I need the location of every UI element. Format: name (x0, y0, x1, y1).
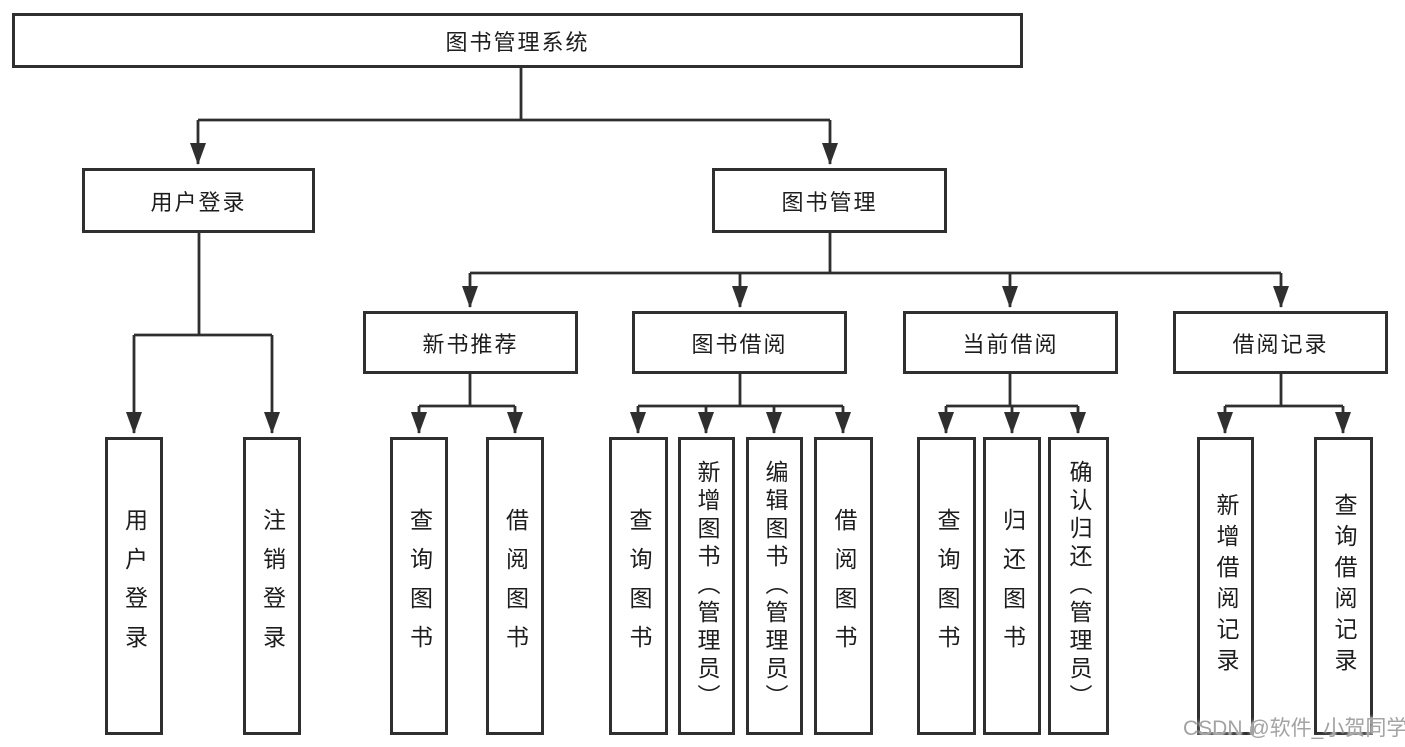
leaf-logout-label: 注销登录 (259, 508, 286, 664)
leaf-rec-query-borrow-record-label: 查询借阅记录 (1331, 493, 1357, 679)
node-current-borrow-label: 当前借阅 (962, 331, 1059, 357)
leaf-cb-confirm-return-admin-label: 确认归还（管理员） (1066, 460, 1092, 712)
node-root: 图书管理系统 (12, 13, 1023, 68)
leaf-bb-add-books-admin: 新增图书（管理员） (678, 437, 735, 735)
leaf-nb-query-books: 查询图书 (390, 437, 448, 735)
leaf-bb-edit-books-admin: 编辑图书（管理员） (746, 437, 803, 735)
leaf-nb-query-books-label: 查询图书 (406, 508, 433, 664)
leaf-bb-add-books-admin-label: 新增图书（管理员） (694, 460, 720, 712)
node-root-label: 图书管理系统 (445, 29, 590, 55)
node-book-management-branch-label: 图书管理 (781, 189, 878, 215)
leaf-bb-borrow-books-label: 借阅图书 (831, 508, 857, 664)
connector-lines (126, 68, 1351, 434)
node-book-borrow-label: 图书借阅 (691, 331, 788, 357)
leaf-user-login: 用户登录 (105, 437, 163, 735)
node-book-management-branch: 图书管理 (712, 168, 947, 233)
leaf-bb-borrow-books: 借阅图书 (814, 437, 873, 735)
leaf-rec-add-borrow-record: 新增借阅记录 (1197, 437, 1254, 735)
leaf-cb-query-books: 查询图书 (917, 437, 976, 735)
node-user-login-branch: 用户登录 (82, 168, 315, 233)
leaf-bb-query-books: 查询图书 (609, 437, 668, 735)
leaf-rec-query-borrow-record: 查询借阅记录 (1314, 437, 1373, 735)
leaf-bb-edit-books-admin-label: 编辑图书（管理员） (762, 460, 788, 712)
leaf-rec-add-borrow-record-label: 新增借阅记录 (1213, 493, 1239, 679)
leaf-cb-return-books: 归还图书 (983, 437, 1041, 735)
node-user-login-branch-label: 用户登录 (150, 189, 247, 215)
leaf-nb-borrow-books-label: 借阅图书 (502, 508, 529, 664)
node-borrow-records-label: 借阅记录 (1232, 331, 1329, 357)
node-new-book-recommend-label: 新书推荐 (422, 331, 519, 357)
leaf-bb-query-books-label: 查询图书 (626, 508, 652, 664)
csdn-watermark: CSDN @软件_小贺同学 (1183, 717, 1405, 740)
leaf-cb-confirm-return-admin: 确认归还（管理员） (1048, 437, 1109, 735)
leaf-logout: 注销登录 (243, 437, 301, 735)
node-book-borrow: 图书借阅 (632, 311, 847, 374)
leaf-cb-query-books-label: 查询图书 (934, 508, 960, 664)
node-borrow-records: 借阅记录 (1173, 311, 1388, 374)
leaf-user-login-label: 用户登录 (121, 508, 148, 664)
node-current-borrow: 当前借阅 (903, 311, 1118, 374)
node-new-book-recommend: 新书推荐 (363, 311, 578, 374)
leaf-nb-borrow-books: 借阅图书 (486, 437, 544, 735)
leaf-cb-return-books-label: 归还图书 (999, 508, 1026, 664)
